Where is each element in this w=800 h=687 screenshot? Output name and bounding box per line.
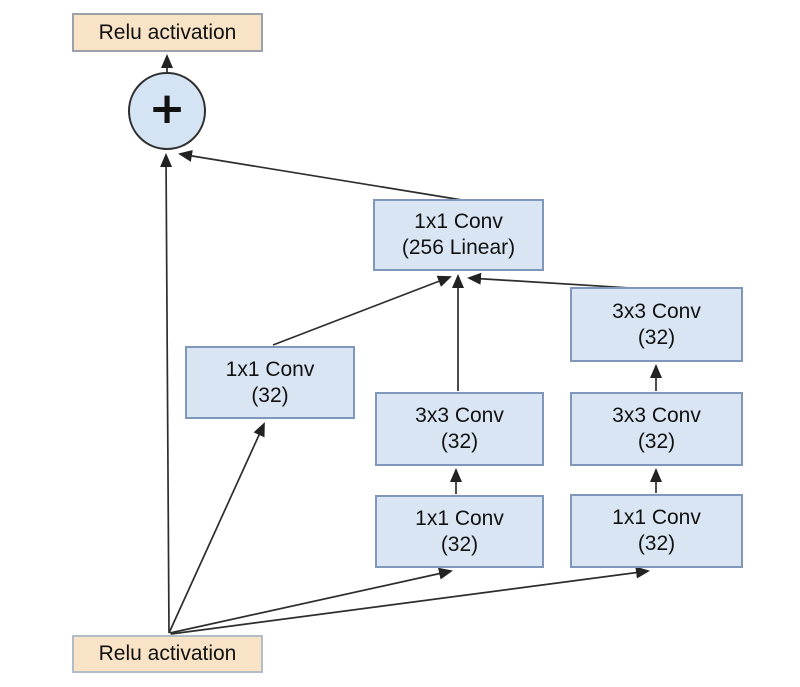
conv-3x3-32-right-top-box: 3x3 Conv (32) <box>570 287 743 362</box>
conv-3x3-32-right-middle-box: 3x3 Conv (32) <box>570 392 743 466</box>
relu-activation-output-box: Relu activation <box>72 13 263 52</box>
arrow-conv256-to-add <box>178 150 463 201</box>
relu-activation-output-label: Relu activation <box>98 20 237 44</box>
plus-icon: + <box>148 83 186 134</box>
conv-1x1-256-linear-label-line1: 1x1 Conv <box>414 210 503 233</box>
conv-3x3-32-middle-box: 3x3 Conv (32) <box>375 392 544 466</box>
conv-1x1-32-left-label-line1: 1x1 Conv <box>225 357 315 381</box>
arrow-skip-connection <box>160 153 173 634</box>
conv-1x1-32-middle-box: 1x1 Conv (32) <box>375 495 544 568</box>
conv-1x1-32-left-label-line2: (32) <box>251 383 289 407</box>
conv-1x1-256-linear-label-line2: (256 Linear) <box>401 236 516 259</box>
conv-1x1-32-middle-label-line2: (32) <box>440 532 479 556</box>
conv-3x3-32-right-top-label-line2: (32) <box>637 325 676 349</box>
conv-3x3-32-right-top-label-line1: 3x3 Conv <box>612 299 701 323</box>
add-circle: + <box>128 72 206 150</box>
conv-3x3-32-right-middle-label-line1: 3x3 Conv <box>612 404 701 427</box>
arrow-input-to-left-branch <box>168 422 265 634</box>
arrow-input-to-right-branch <box>170 566 650 635</box>
conv-3x3-32-middle-label-line2: (32) <box>440 430 479 453</box>
relu-activation-input-box: Relu activation <box>72 635 263 673</box>
conv-1x1-32-right-box: 1x1 Conv (32) <box>570 494 743 568</box>
conv-3x3-32-middle-label-line1: 3x3 Conv <box>415 404 504 427</box>
conv-1x1-32-right-label-line1: 1x1 Conv <box>612 506 701 529</box>
conv-3x3-32-right-middle-label-line2: (32) <box>637 430 676 453</box>
relu-activation-input-label: Relu activation <box>98 642 237 665</box>
conv-1x1-256-linear-box: 1x1 Conv (256 Linear) <box>373 199 544 271</box>
conv-1x1-32-right-label-line2: (32) <box>637 532 676 555</box>
conv-1x1-32-left-box: 1x1 Conv (32) <box>185 346 355 419</box>
conv-1x1-32-middle-label-line1: 1x1 Conv <box>415 506 504 530</box>
arrow-left-branch-to-conv256 <box>272 275 452 346</box>
arrow-input-to-middle-branch <box>169 567 453 634</box>
